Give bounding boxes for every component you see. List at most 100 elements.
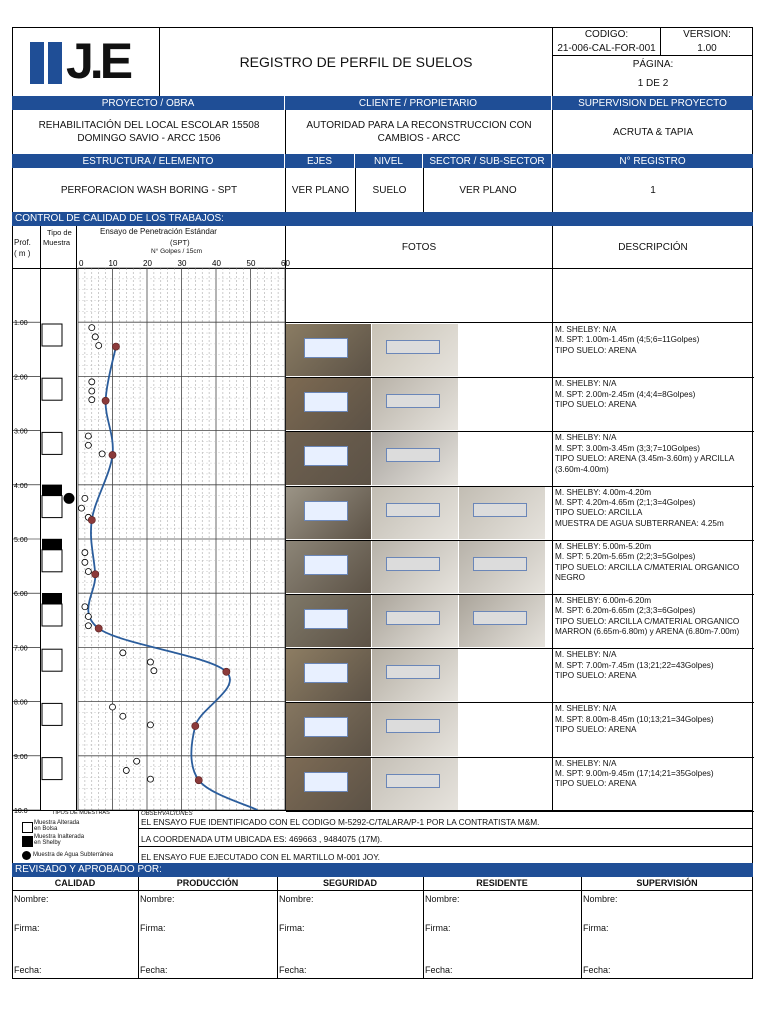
description-line: M. SPT: 7.00m-7.45m (13;21;22=43Golpes) — [555, 660, 714, 670]
photo-label-card — [386, 448, 440, 463]
approval-column-header: SUPERVISIÓN — [636, 878, 698, 888]
photo-label-card — [386, 719, 440, 734]
tipo-label-2: Muestra — [43, 238, 71, 247]
photo-label-card — [386, 665, 440, 680]
blow-count-point — [91, 333, 99, 341]
sample-photo — [286, 432, 371, 485]
legend-title: TIPOS DE MUESTRAS — [52, 810, 110, 816]
bag-sample-icon — [41, 549, 63, 573]
tipo-label: Tipo de — [47, 228, 72, 237]
blow-count-point — [147, 658, 154, 666]
sample-type-column — [41, 323, 63, 781]
sample-photo — [459, 595, 545, 648]
x-tick-label: 10 — [109, 259, 118, 268]
approval-fecha-label: Fecha: — [425, 965, 453, 975]
sample-photo — [286, 757, 371, 810]
sample-photo — [372, 486, 458, 539]
sample-photo — [372, 540, 458, 593]
blow-count-point — [84, 622, 92, 630]
n-value-point — [108, 451, 117, 459]
description-line: M. SPT: 9.00m-9.45m (17;14;21=35Golpes) — [555, 769, 714, 778]
photo-label-card — [473, 611, 527, 625]
approval-title: REVISADO Y APROBADO POR: — [15, 864, 162, 875]
blow-count-point — [84, 432, 92, 440]
blow-count-point — [81, 603, 89, 611]
blow-count-point — [98, 450, 106, 458]
approval-column-header: CALIDAD — [54, 878, 96, 888]
photo-label-card — [304, 663, 348, 684]
photo-label-card — [386, 394, 440, 409]
proyecto-value: REHABILITACIÓN DEL LOCAL ESCOLAR 15508 D… — [38, 120, 260, 144]
approval-column-header: SEGURIDAD — [322, 878, 377, 888]
nivel-label: NIVEL — [355, 154, 423, 168]
description-line: M. SPT: 5.20m-5.65m (2;2;3=5Golpes) — [555, 552, 696, 562]
description-line: TIPO SUELO: ARCILLA C/MATERIAL ORGANICO — [555, 562, 740, 572]
approval-divider — [423, 877, 424, 979]
control-title-bar: CONTROL DE CALIDAD DE LOS TRABAJOS: — [12, 212, 753, 226]
photos-area — [286, 323, 552, 810]
bag-sample-icon — [41, 648, 63, 672]
cliente-label: CLIENTE / PROPIETARIO — [285, 96, 552, 110]
bag-sample-icon — [41, 603, 63, 627]
observaciones-label: OBSERVACIONES — [141, 811, 193, 817]
depth-tick-label: 10.0 — [14, 808, 28, 815]
pagina-label: PÁGINA: — [632, 58, 674, 70]
blow-count-point — [109, 703, 116, 711]
supervision-label: SUPERVISION DEL PROYECTO — [552, 96, 753, 110]
depth-tick-label: 3.00 — [14, 429, 28, 436]
approval-nombre-label: Nombre: — [279, 894, 314, 904]
n-value-point — [191, 722, 200, 730]
description-line: TIPO SUELO: ARENA — [555, 671, 637, 680]
legend-shelby-icon — [22, 836, 33, 847]
photo-label-card — [386, 773, 440, 788]
description-line: M. SHELBY: 4.00m-4.20m — [555, 487, 652, 497]
sample-photo — [286, 703, 371, 756]
supervision-value: ACRUTA & TAPIA — [612, 126, 694, 138]
version-label: VERSION: — [683, 29, 731, 40]
blow-count-point — [78, 504, 85, 512]
sample-photo — [286, 378, 371, 431]
sample-photo — [372, 324, 458, 377]
legend-bolsa-text-1: Muestra Alterada — [34, 820, 80, 826]
bag-sample-icon — [41, 431, 63, 455]
codigo-label: CODIGO: — [584, 29, 629, 40]
observacion-2: LA COORDENADA UTM UBICADA ES: 469663 , 9… — [141, 834, 383, 844]
n-value-point — [194, 776, 203, 785]
descripcion-label: DESCRIPCIÓN — [618, 241, 688, 253]
sample-photo — [372, 432, 458, 485]
blow-count-point — [88, 324, 96, 332]
sample-photo — [286, 540, 371, 593]
observacion-3: EL ENSAYO FUE EJECUTADO CON EL MARTILLO … — [141, 852, 380, 862]
legend-agua: Muestra de Agua Subterránea — [22, 850, 138, 862]
approval-firma-label: Firma: — [14, 923, 40, 933]
sample-photo — [372, 757, 458, 810]
description-line: TIPO SUELO: ARCILLA — [555, 508, 643, 518]
legend-bolsa-text-2: en Bolsa — [34, 826, 58, 832]
company-logo: J.E — [28, 33, 140, 89]
x-tick-label: 30 — [178, 259, 187, 268]
blow-count-point — [84, 613, 92, 620]
description-line: M. SHELBY: N/A — [555, 704, 617, 714]
approval-divider — [277, 877, 278, 979]
depth-tick-label: 7.00 — [14, 645, 28, 652]
sample-photo — [459, 486, 545, 539]
photo-label-card — [386, 340, 440, 354]
approval-divider — [581, 877, 582, 979]
legend-shelby-text-1: Muestra Inalterada — [34, 834, 85, 840]
blow-count-point — [95, 342, 103, 349]
sample-photo — [372, 703, 458, 756]
n-value-point — [94, 624, 103, 633]
approval-fecha-label: Fecha: — [14, 965, 42, 975]
sample-photo — [372, 378, 458, 431]
legend-agua-icon — [22, 851, 31, 860]
approval-nombre-label: Nombre: — [14, 894, 49, 904]
shelby-sample-icon — [42, 593, 62, 604]
n-value-point — [87, 516, 96, 524]
photo-label-card — [473, 556, 527, 571]
description-line: TIPO SUELO: ARENA (3.45m-3.60m) y ARCILL… — [555, 454, 735, 464]
